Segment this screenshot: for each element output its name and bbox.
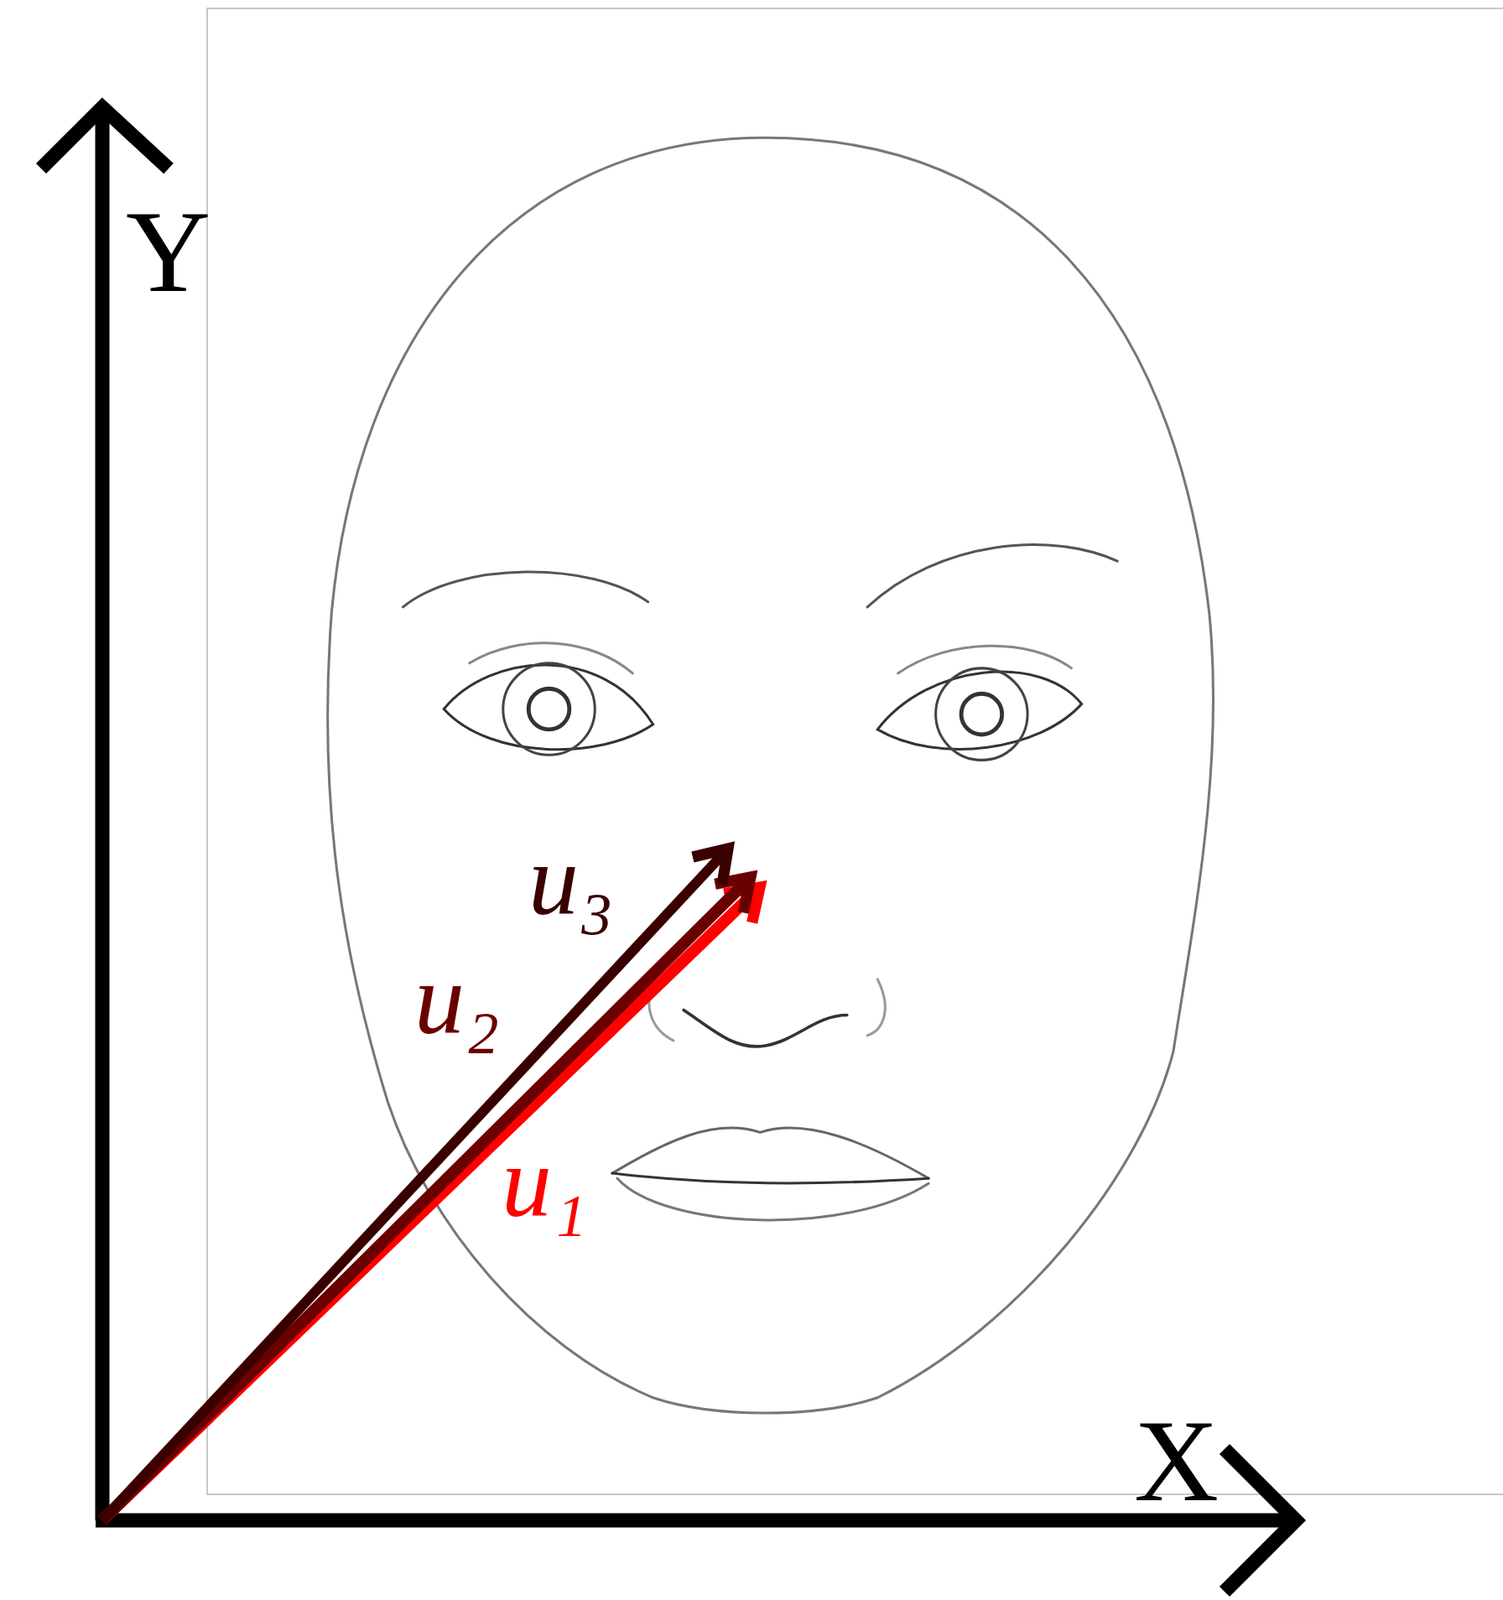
vector-arrow	[102, 877, 751, 1521]
vector-label: u₂	[414, 949, 500, 1051]
axis-label: X	[1133, 1402, 1219, 1520]
face-sketch	[327, 137, 1214, 1414]
vector-label: u₁	[501, 1132, 588, 1233]
axis-label: Y	[125, 192, 211, 311]
axes	[41, 107, 1296, 1592]
vector-arrow	[102, 848, 729, 1521]
image-frame	[207, 8, 1503, 1495]
vector-label: u₃	[528, 830, 614, 931]
